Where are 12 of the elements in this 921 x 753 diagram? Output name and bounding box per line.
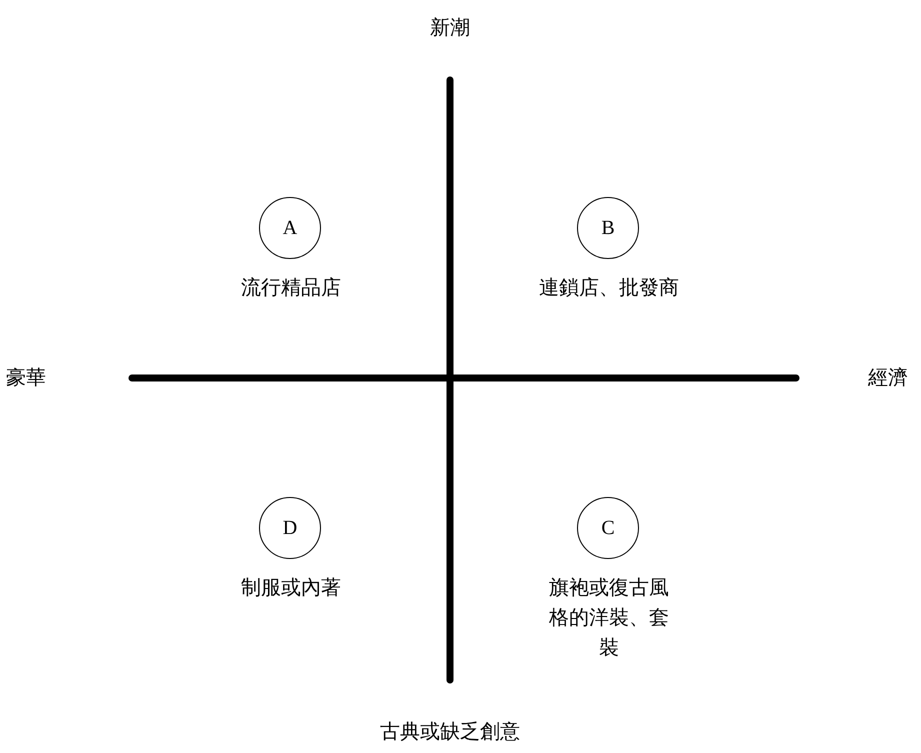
quadrant-label: 制服或內著 (240, 576, 342, 601)
quadrant-label: 流行精品店 (240, 276, 342, 301)
letter-circle: D (259, 497, 321, 559)
quadrant-label: 旗袍或復古風格的洋裝、套裝 (549, 576, 669, 661)
axis-label: 古典或缺乏創意 (380, 720, 520, 745)
letter-circle: B (577, 197, 639, 259)
axis-label: 新潮 (430, 16, 470, 41)
axis-label: 經濟 (868, 366, 908, 391)
letter-circle: C (577, 497, 639, 559)
axis-label: 豪華 (6, 366, 46, 391)
letter-circle: A (259, 197, 321, 259)
quadrant-label: 連鎖店、批發商 (538, 276, 680, 301)
